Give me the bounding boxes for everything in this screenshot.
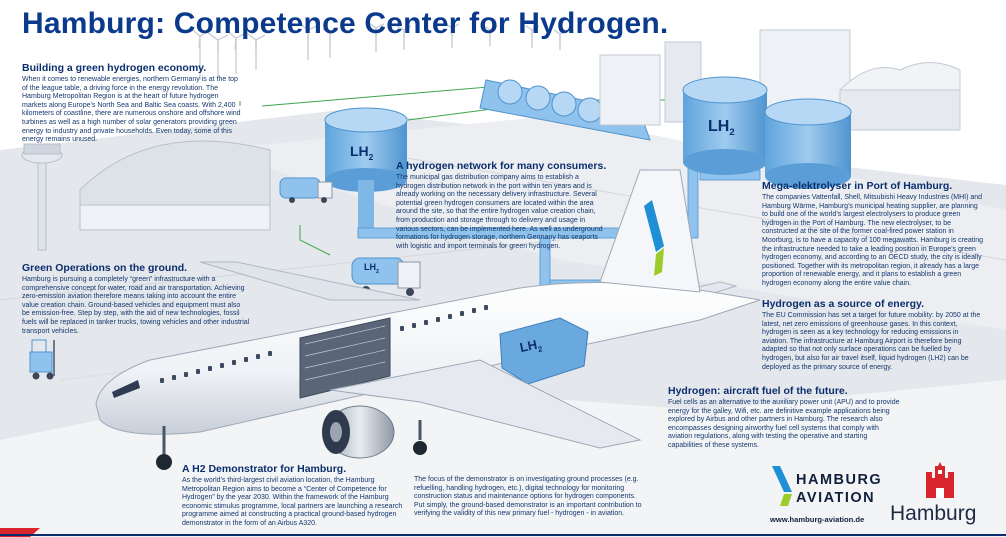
logo-word-city: Hamburg: [890, 502, 977, 525]
section-body: When it comes to renewable energies, nor…: [22, 76, 241, 144]
tank-label-main: LH: [350, 143, 369, 159]
section-body: The companies Vattenfall, Shell, Mitsubi…: [762, 194, 983, 287]
tank-label-sub: 2: [376, 268, 379, 275]
tanker-truck-front: [351, 257, 421, 296]
section-heading: Hydrogen: aircraft fuel of the future.: [668, 385, 848, 397]
section-heading: A H2 Demonstrator for Hamburg.: [182, 463, 347, 475]
section-heading: Building a green hydrogen economy.: [22, 62, 207, 74]
control-tower: [21, 143, 63, 251]
section-body: The municipal gas distribution company a…: [396, 174, 603, 250]
section-aircraft-fuel: Hydrogen: aircraft fuel of the future. F…: [668, 385, 902, 451]
lh2-tank-large-2: [764, 98, 852, 189]
section-renewable: Building a green hydrogen economy. When …: [22, 62, 244, 145]
section-network: A hydrogen network for many consumers. T…: [396, 160, 606, 251]
airbus-a320-demonstrator: [95, 169, 761, 470]
section-heading: Mega-elektrolyser in Port of Hamburg.: [762, 180, 953, 192]
section-body: As the world’s third-largest civil aviat…: [182, 477, 403, 527]
lh2-tank-large-1: [682, 76, 768, 175]
tank-label-sub: 2: [729, 127, 735, 139]
tank-label-main: LH: [708, 118, 730, 135]
logo-word-aviation: AVIATION: [796, 490, 876, 506]
tank-label-large: LH2: [708, 118, 735, 138]
section-electrolyser: Mega-elektrolyser in Port of Hamburg. Th…: [762, 180, 984, 289]
section-source: Hydrogen as a source of energy. The EU C…: [762, 298, 984, 372]
tank-label-truck: LH2: [364, 262, 379, 275]
tank-label-main: LH: [364, 262, 376, 272]
lh2-tank-left: [324, 107, 408, 235]
forklift: [29, 339, 55, 380]
tank-label-main: LH: [518, 336, 539, 356]
logo-word-hamburg: HAMBURG: [796, 472, 883, 488]
hamburg-aviation-mark-icon: [772, 466, 792, 506]
section-body: Fuel cells as an alternative to the auxi…: [668, 399, 900, 449]
section-demonstrator-continued: The focus of the demonstrator is on inve…: [414, 476, 646, 519]
hamburg-aviation-logo: HAMBURG AVIATION www.hamburg-aviation.de: [768, 462, 883, 526]
section-heading: A hydrogen network for many consumers.: [396, 160, 607, 172]
hamburg-city-logo: Hamburg: [884, 462, 994, 528]
hamburg-castle-crest-icon: [926, 462, 954, 498]
tank-label-left: LH2: [350, 143, 373, 162]
section-heading: Green Operations on the ground.: [22, 262, 188, 274]
section-heading: Hydrogen as a source of energy.: [762, 298, 925, 310]
wind-turbines: [189, 22, 568, 80]
hangar: [79, 140, 271, 231]
section-ground-ops: Green Operations on the ground. Hamburg …: [22, 262, 250, 336]
page-title: Hamburg: Competence Center for Hydrogen.: [22, 7, 669, 40]
section-body: Hamburg is pursuing a completely “green”…: [22, 276, 250, 335]
section-body: The focus of the demonstrator is on inve…: [414, 476, 642, 518]
section-body: The EU Commission has set a target for f…: [762, 312, 981, 371]
tanker-truck-rear: [279, 177, 333, 203]
tank-label-sub: 2: [368, 151, 374, 162]
section-demonstrator: A H2 Demonstrator for Hamburg. As the wo…: [182, 463, 408, 529]
logo-website: www.hamburg-aviation.de: [770, 515, 865, 524]
